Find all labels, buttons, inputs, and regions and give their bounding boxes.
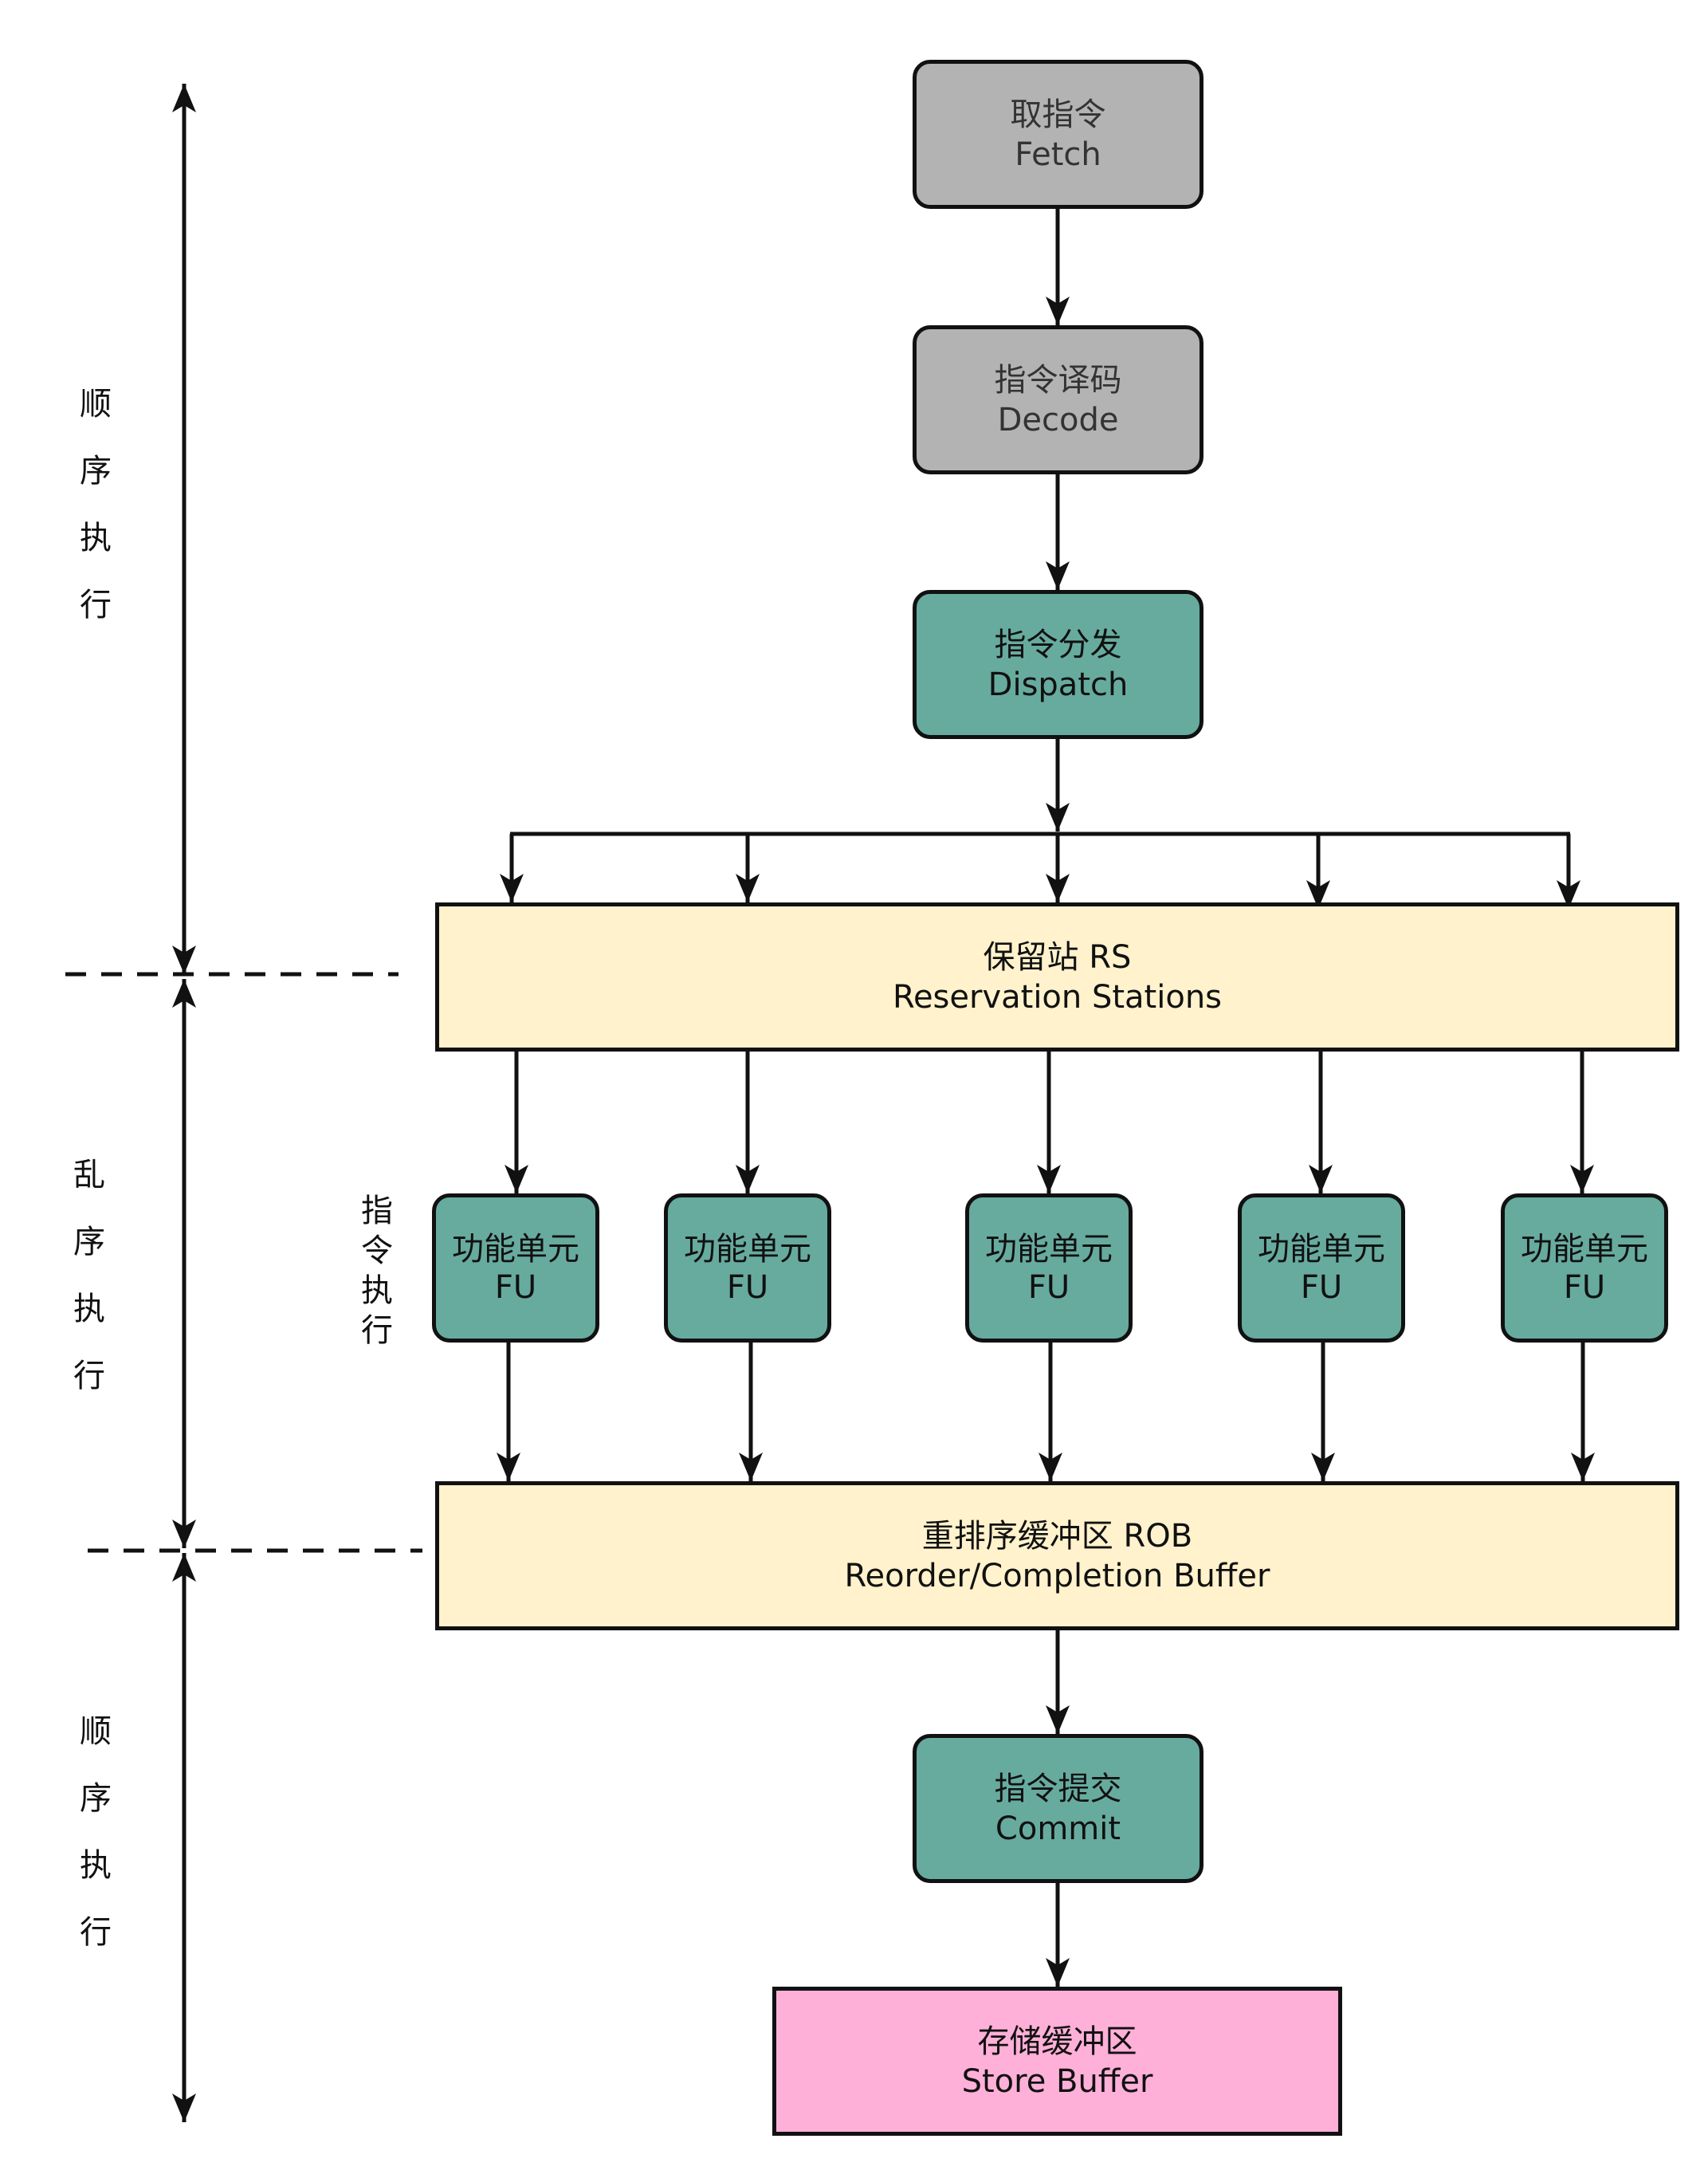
execute-label-char: 行 xyxy=(361,1312,393,1349)
phase-label-char: 执 xyxy=(80,1847,112,1884)
fetch-stage-en: Fetch xyxy=(1015,136,1101,173)
functional-unit-zh: 功能单元 xyxy=(684,1230,811,1268)
functional-unit-4: 功能单元 FU xyxy=(1238,1193,1405,1343)
phase-label-in-order-top: 顺 序 执 行 xyxy=(72,371,120,639)
phase-label-char: 行 xyxy=(73,1358,105,1394)
functional-unit-en: FU xyxy=(1563,1268,1606,1306)
functional-unit-3: 功能单元 FU xyxy=(965,1193,1133,1343)
dispatch-stage-en: Dispatch xyxy=(987,666,1129,703)
execute-label: 指 令 执 行 xyxy=(353,1191,401,1350)
phase-label-char: 行 xyxy=(80,587,112,623)
decode-stage-en: Decode xyxy=(997,401,1119,438)
decode-stage-zh: 指令译码 xyxy=(994,361,1122,399)
commit-stage-zh: 指令提交 xyxy=(994,1770,1122,1807)
store-buffer-en: Store Buffer xyxy=(961,2062,1153,2100)
execute-label-char: 指 xyxy=(361,1193,393,1229)
reservation-stations: 保留站 RS Reservation Stations xyxy=(435,902,1679,1052)
phase-label-char: 乱 xyxy=(73,1157,105,1193)
phase-label-char: 序 xyxy=(80,1780,112,1817)
functional-unit-5: 功能单元 FU xyxy=(1501,1193,1668,1343)
functional-unit-en: FU xyxy=(726,1268,769,1306)
fetch-stage: 取指令 Fetch xyxy=(913,60,1203,209)
phase-label-char: 序 xyxy=(80,453,112,489)
functional-unit-zh: 功能单元 xyxy=(1258,1230,1385,1268)
phase-label-char: 顺 xyxy=(80,386,112,423)
phase-label-char: 行 xyxy=(80,1914,112,1951)
execute-label-char: 执 xyxy=(361,1272,393,1309)
store-buffer-zh: 存储缓冲区 xyxy=(977,2023,1137,2060)
reorder-buffer: 重排序缓冲区 ROB Reorder/Completion Buffer xyxy=(435,1481,1679,1630)
phase-label-char: 顺 xyxy=(80,1713,112,1750)
reorder-buffer-en: Reorder/Completion Buffer xyxy=(844,1557,1270,1594)
phase-label-in-order-bottom: 顺 序 执 行 xyxy=(72,1698,120,1966)
dispatch-stage-zh: 指令分发 xyxy=(994,626,1122,663)
functional-unit-1: 功能单元 FU xyxy=(432,1193,599,1343)
fetch-stage-zh: 取指令 xyxy=(1010,96,1106,133)
decode-stage: 指令译码 Decode xyxy=(913,325,1203,474)
functional-unit-en: FU xyxy=(1300,1268,1343,1306)
functional-unit-en: FU xyxy=(1027,1268,1070,1306)
dispatch-stage: 指令分发 Dispatch xyxy=(913,590,1203,739)
store-buffer: 存储缓冲区 Store Buffer xyxy=(772,1987,1342,2136)
phase-label-char: 序 xyxy=(73,1224,105,1260)
execute-label-char: 令 xyxy=(361,1233,393,1269)
phase-label-char: 执 xyxy=(80,520,112,556)
functional-unit-zh: 功能单元 xyxy=(1521,1230,1648,1268)
phase-label-out-of-order: 乱 序 执 行 xyxy=(65,1142,113,1409)
functional-unit-2: 功能单元 FU xyxy=(664,1193,831,1343)
functional-unit-zh: 功能单元 xyxy=(452,1230,579,1268)
functional-unit-en: FU xyxy=(494,1268,537,1306)
reservation-stations-en: Reservation Stations xyxy=(892,978,1223,1016)
commit-stage-en: Commit xyxy=(995,1810,1121,1847)
commit-stage: 指令提交 Commit xyxy=(913,1734,1203,1883)
phase-label-char: 执 xyxy=(73,1291,105,1327)
functional-unit-zh: 功能单元 xyxy=(985,1230,1113,1268)
reorder-buffer-zh: 重排序缓冲区 ROB xyxy=(921,1517,1193,1555)
reservation-stations-zh: 保留站 RS xyxy=(983,938,1132,976)
